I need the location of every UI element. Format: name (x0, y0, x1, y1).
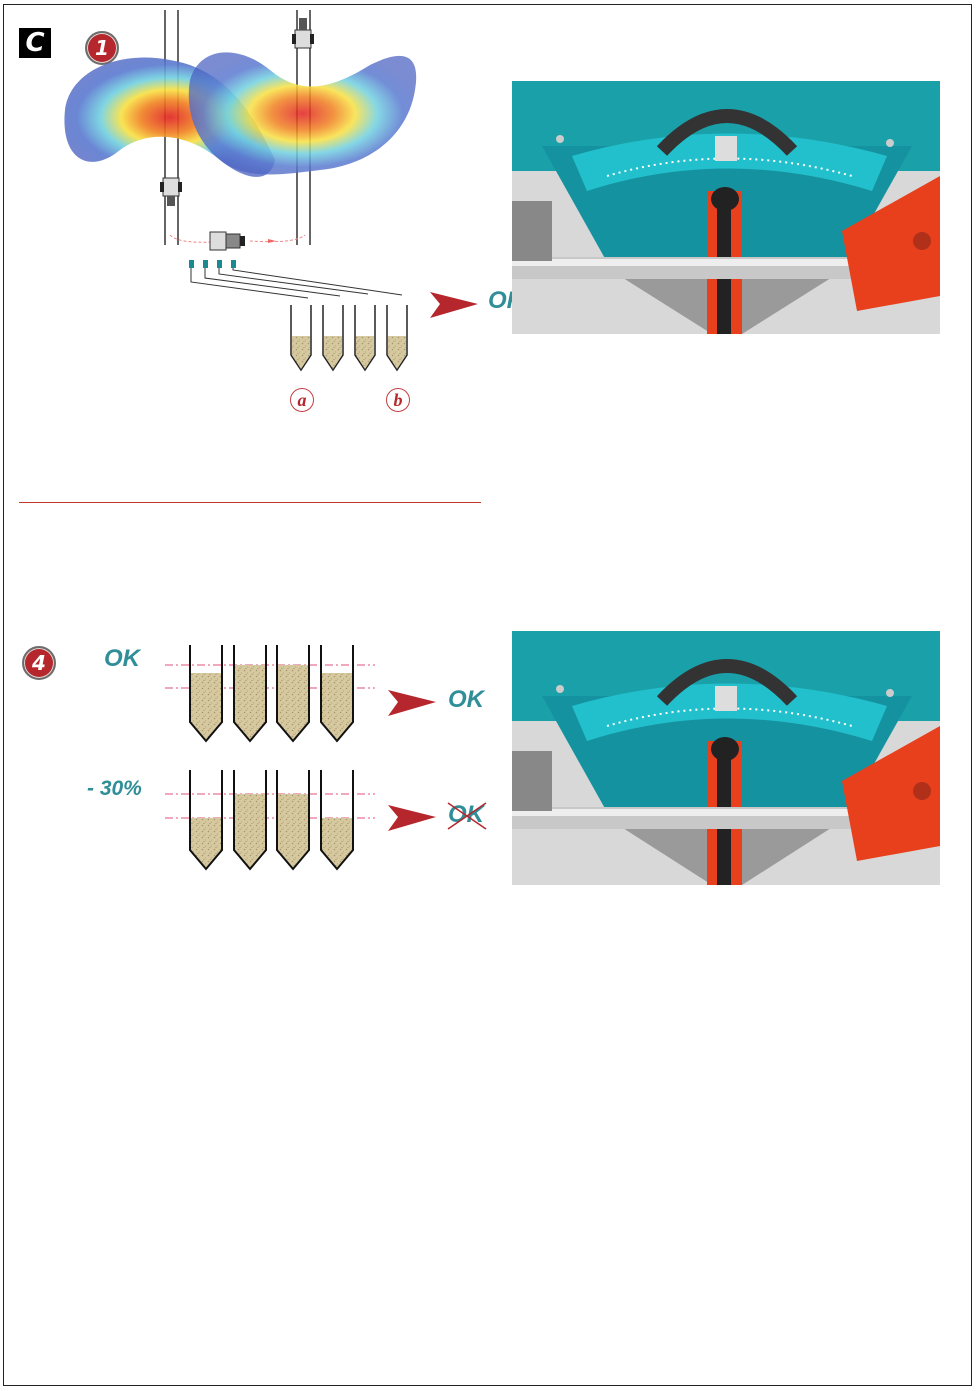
tray-label-a: a (290, 388, 314, 412)
spreader-hopper-photo (512, 631, 940, 885)
section-divider (19, 502, 481, 503)
section-badge: C (19, 28, 51, 58)
arrow-right-icon (430, 292, 478, 318)
spread-pattern-heatmap (64, 10, 417, 299)
step-1-badge: 1 (85, 31, 119, 65)
collection-tray-icon (165, 645, 375, 743)
step-4-row2-label: - 30% (87, 777, 142, 800)
tractor-icon (160, 177, 182, 206)
page-frame (3, 4, 972, 1386)
step-4-row1-result: OK (448, 686, 484, 713)
tray-label-b: b (386, 388, 410, 412)
collection-tray-icon (165, 770, 375, 871)
arrow-right-icon (388, 690, 436, 716)
spreader-hopper-photo (512, 81, 940, 334)
arrow-right-icon (388, 805, 436, 831)
step-4-badge: 4 (22, 646, 56, 680)
step-4-row1-label: OK (104, 645, 140, 672)
cross-out-icon (447, 802, 487, 830)
collection-tray-icon (290, 305, 408, 372)
